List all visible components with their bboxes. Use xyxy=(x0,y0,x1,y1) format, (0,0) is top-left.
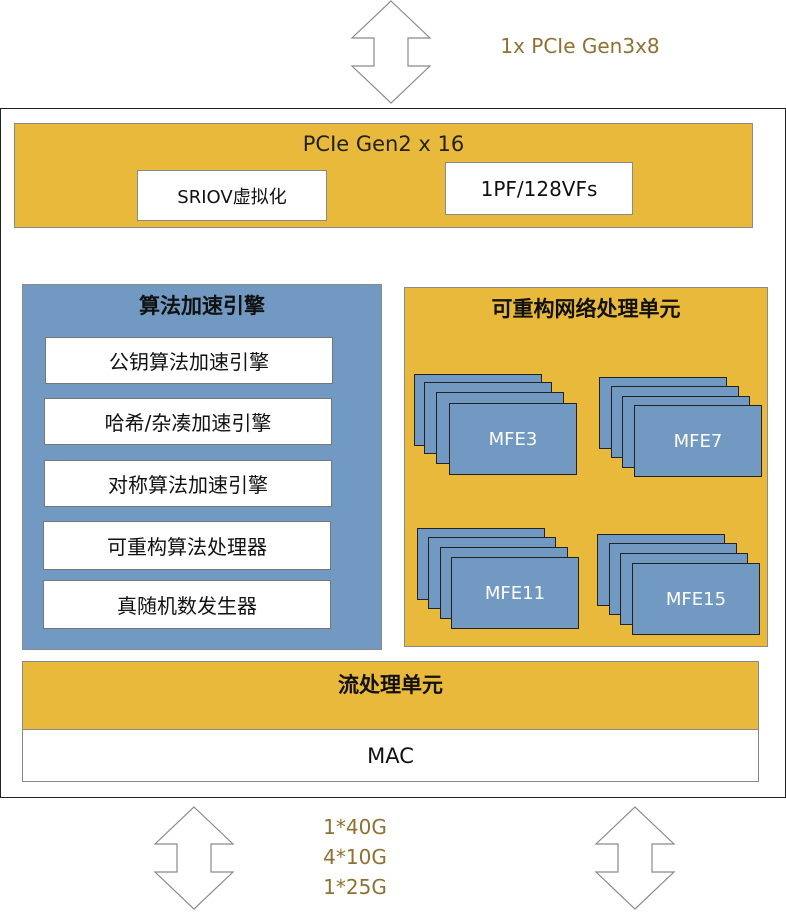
sriov-feature-box: SRIOV虚拟化 xyxy=(137,170,327,221)
port-label-40g: 1*40G xyxy=(323,815,387,839)
port-label-10g: 4*10G xyxy=(323,845,387,869)
host-bidirectional-arrow xyxy=(350,0,432,104)
port-label-25g: 1*25G xyxy=(323,875,387,899)
public-key-engine: 公钥算法加速引擎 xyxy=(45,337,333,384)
stream-unit-title: 流处理单元 xyxy=(338,673,443,697)
port-bidirectional-arrow-right xyxy=(594,806,676,910)
true-random-generator: 真随机数发生器 xyxy=(43,580,331,629)
mac-block: MAC xyxy=(22,729,759,782)
reconfigurable-algo-processor: 可重构算法处理器 xyxy=(43,521,331,570)
pcie-block-title: PCIe Gen2 x 16 xyxy=(302,132,465,156)
hash-engine: 哈希/杂凑加速引擎 xyxy=(44,398,332,445)
algo-engine-title: 算法加速引擎 xyxy=(139,294,265,318)
mfe-group-11: MFE11 xyxy=(451,557,579,629)
symmetric-engine: 对称算法加速引擎 xyxy=(44,460,332,507)
mfe-group-15: MFE15 xyxy=(632,563,760,635)
network-unit-title: 可重构网络处理单元 xyxy=(491,297,681,321)
mfe-group-7: MFE7 xyxy=(634,405,762,477)
port-bidirectional-arrow-left xyxy=(153,806,235,910)
stream-unit-block xyxy=(22,661,759,730)
mfe-group-3: MFE3 xyxy=(449,403,577,475)
pf-vf-feature-box: 1PF/128VFs xyxy=(445,162,633,215)
host-interface-label: 1x PCIe Gen3x8 xyxy=(500,34,660,58)
